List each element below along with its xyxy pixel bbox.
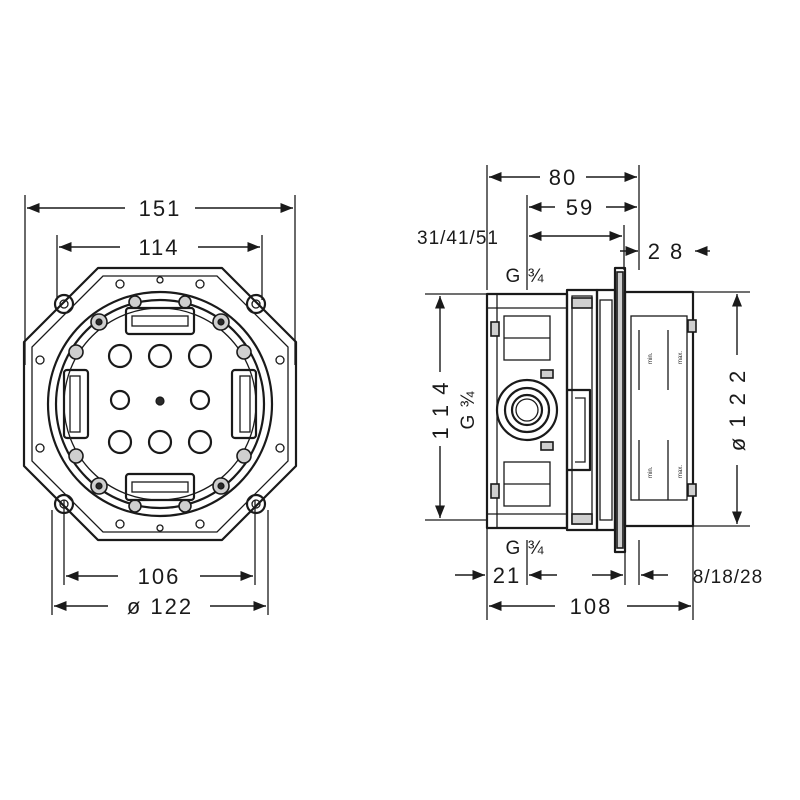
dim-114-side-label: 1 1 4 xyxy=(428,381,453,440)
dimension-21: 21 xyxy=(455,563,557,588)
dim-80-label: 80 xyxy=(549,165,577,190)
dimension-80: 80 xyxy=(489,165,637,190)
ring-bolts xyxy=(68,295,252,513)
dimension-114-side: 1 1 4 G ¾ xyxy=(428,296,479,518)
dimension-151: 151 xyxy=(27,196,293,221)
thread-label-center: G ¾ xyxy=(458,390,479,429)
dim-diameter-122-side-label: ø 1 2 2 xyxy=(725,369,750,451)
dimension-106: 106 xyxy=(66,564,253,589)
dim-108-label: 108 xyxy=(570,594,613,619)
dim-8-18-28-label: 8/18/28 xyxy=(693,567,763,588)
dim-106-label: 106 xyxy=(138,564,181,589)
mounting-lugs xyxy=(35,276,285,532)
dim-59-label: 59 xyxy=(566,195,594,220)
dim-114-top-label: 114 xyxy=(138,235,179,260)
dimension-diameter-122-front: ø 122 xyxy=(53,594,266,619)
dim-31-41-51-label: 31/41/51 xyxy=(417,228,499,249)
dimension-59: 59 xyxy=(529,195,637,220)
dim-151-label: 151 xyxy=(139,196,182,221)
scale-max-bottom: max. xyxy=(678,465,684,478)
scale-min-bottom: min. xyxy=(648,466,654,478)
scale-max-top: max. xyxy=(678,351,684,364)
front-view: 151 114 xyxy=(22,195,298,619)
valve-body xyxy=(485,292,569,530)
inner-bosses xyxy=(107,343,213,455)
dimension-diameter-122-side: ø 1 2 2 xyxy=(725,294,750,524)
dimension-108: 108 xyxy=(489,594,691,619)
thread-label-bottom: G ¾ xyxy=(506,538,545,559)
thread-label-top: G ¾ xyxy=(506,266,545,287)
dimension-28: 2 8 xyxy=(620,239,710,264)
cover-plate xyxy=(595,266,627,554)
scale-min-top: min. xyxy=(648,352,654,364)
dimension-114-top: 114 xyxy=(58,235,260,260)
side-view: 80 59 31/41/51 2 8 G ¾ xyxy=(417,165,763,620)
dim-diameter-122-front-label: ø 122 xyxy=(127,594,193,619)
side-clamps xyxy=(62,306,258,502)
mounting-bracket xyxy=(565,288,599,532)
rear-housing: min. max. min. max. xyxy=(623,290,697,528)
dim-28-label: 2 8 xyxy=(648,239,685,264)
dimension-8-18-28: 8/18/28 xyxy=(592,567,763,588)
dimension-31-41-51: 31/41/51 xyxy=(417,228,622,249)
dim-21-label: 21 xyxy=(493,563,521,588)
